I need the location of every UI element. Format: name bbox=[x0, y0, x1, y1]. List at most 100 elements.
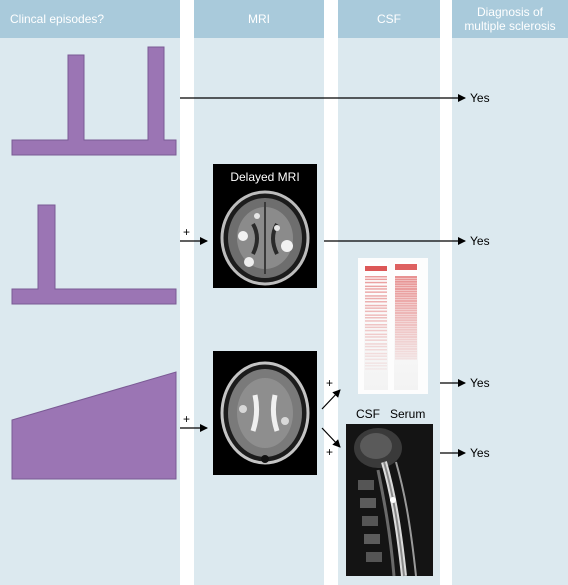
t2-mri-image bbox=[213, 351, 317, 475]
delayed-mri-image: Delayed MRI bbox=[213, 164, 317, 288]
csf-lane-label: CSF bbox=[356, 407, 380, 421]
csf-lane-band bbox=[365, 339, 387, 341]
serum-lane-band bbox=[395, 288, 417, 290]
csf-lane-band bbox=[365, 336, 387, 338]
plus-sign-spine: + bbox=[326, 445, 334, 459]
serum-lane-band bbox=[395, 285, 417, 288]
serum-lane-band bbox=[395, 343, 417, 346]
csf-lane-band bbox=[365, 310, 387, 313]
csf-gel-image bbox=[358, 258, 428, 394]
serum-lane-label: Serum bbox=[390, 407, 426, 421]
outcome-yes-row2: Yes bbox=[470, 234, 490, 248]
csf-lane-band bbox=[365, 295, 387, 297]
episode-shape-progressive bbox=[11, 371, 177, 480]
serum-lane-band bbox=[395, 283, 417, 286]
episode-shape-two-relapses bbox=[11, 46, 177, 156]
csf-lane-band bbox=[365, 317, 387, 319]
episode-shape-single-relapse bbox=[11, 204, 177, 305]
serum-lane-band bbox=[395, 314, 417, 317]
header-clinical-text: Clincal episodes? bbox=[10, 12, 105, 26]
serum-lane-band bbox=[395, 333, 417, 336]
csf-lane-top-band bbox=[365, 266, 387, 271]
serum-lane-band bbox=[395, 324, 417, 326]
csf-lane-band bbox=[365, 285, 387, 288]
outcome-yes-row1: Yes bbox=[470, 91, 490, 105]
csf-lane-band bbox=[365, 365, 387, 367]
csf-lane-band bbox=[365, 278, 387, 281]
csf-lane-band bbox=[365, 320, 387, 322]
serum-lane-band bbox=[395, 345, 417, 348]
csf-lane-band bbox=[365, 288, 387, 290]
csf-lane-band bbox=[365, 307, 387, 309]
csf-lane-band bbox=[365, 355, 387, 357]
csf-lane-band bbox=[365, 329, 387, 332]
plus-sign-row3: + bbox=[183, 412, 191, 426]
csf-lane-band bbox=[365, 349, 387, 351]
csf-lane-band bbox=[365, 304, 387, 307]
serum-lane-band bbox=[395, 292, 417, 295]
delayed-mri-label: Delayed MRI bbox=[230, 170, 300, 184]
serum-lane-band bbox=[395, 319, 417, 322]
header-mri: MRI bbox=[194, 0, 324, 38]
serum-lane-band bbox=[395, 357, 417, 360]
serum-lane-band bbox=[395, 309, 417, 312]
arrow-mri-to-spine bbox=[321, 427, 341, 448]
serum-lane-band bbox=[395, 355, 417, 358]
header-csf: CSF bbox=[338, 0, 440, 38]
serum-lane-band bbox=[395, 350, 417, 353]
spine-mri-image bbox=[346, 424, 433, 577]
csf-lane-band bbox=[365, 333, 387, 336]
serum-lane-band bbox=[395, 278, 417, 281]
csf-lane-band bbox=[365, 324, 387, 326]
serum-lane-band bbox=[395, 326, 417, 329]
csf-lane-band bbox=[365, 281, 387, 284]
serum-lane-band bbox=[395, 297, 417, 300]
serum-lane-band bbox=[395, 302, 417, 305]
header-diagnosis: Diagnosis of multiple sclerosis bbox=[452, 0, 568, 38]
brain-axial-scan-1 bbox=[220, 190, 310, 286]
csf-lane-band bbox=[365, 314, 387, 316]
serum-lane-band bbox=[395, 295, 417, 298]
csf-lane-band bbox=[365, 297, 387, 300]
serum-lane-band bbox=[395, 290, 417, 293]
header-diagnosis-line1: Diagnosis of bbox=[476, 5, 544, 19]
brain-axial-scan-2 bbox=[220, 361, 310, 465]
serum-lane-band bbox=[395, 312, 417, 314]
plus-sign-row2: + bbox=[183, 225, 191, 239]
serum-lane-band bbox=[395, 352, 417, 355]
csf-lane-band bbox=[365, 358, 387, 361]
csf-lane-band bbox=[365, 291, 387, 293]
outcome-yes-spine: Yes bbox=[470, 446, 490, 460]
outcome-yes-csf: Yes bbox=[470, 376, 490, 390]
serum-lane-band bbox=[395, 276, 417, 278]
header-csf-text: CSF bbox=[377, 12, 401, 26]
plus-sign-csf: + bbox=[326, 376, 334, 390]
arrow-mri-to-csf bbox=[321, 389, 341, 410]
csf-lane-band bbox=[365, 368, 387, 370]
serum-lane-band bbox=[395, 321, 417, 324]
serum-lane-band bbox=[395, 304, 417, 307]
csf-lane-band bbox=[365, 352, 387, 355]
serum-lane-band bbox=[395, 338, 417, 341]
serum-lane-band bbox=[395, 331, 417, 334]
csf-lane-band bbox=[365, 326, 387, 329]
serum-lane-band bbox=[395, 316, 417, 319]
csf-lane-band bbox=[365, 301, 387, 303]
serum-lane-band bbox=[395, 280, 417, 283]
column-diagnosis bbox=[452, 0, 568, 585]
serum-lane-band bbox=[395, 300, 417, 302]
serum-lane-band bbox=[395, 348, 417, 350]
serum-lane-band bbox=[395, 328, 417, 331]
serum-lane-band bbox=[395, 340, 417, 343]
csf-lane-band bbox=[365, 343, 387, 345]
header-diagnosis-line2: multiple sclerosis bbox=[464, 19, 556, 33]
csf-lane-band bbox=[365, 362, 387, 364]
csf-lane-band bbox=[365, 276, 387, 278]
serum-lane-band bbox=[395, 336, 417, 338]
serum-lane-band bbox=[395, 307, 417, 310]
serum-lane-top-band bbox=[395, 264, 417, 270]
header-clinical: Clincal episodes? bbox=[0, 0, 180, 38]
header-mri-text: MRI bbox=[248, 12, 270, 26]
csf-lane-band bbox=[365, 345, 387, 348]
